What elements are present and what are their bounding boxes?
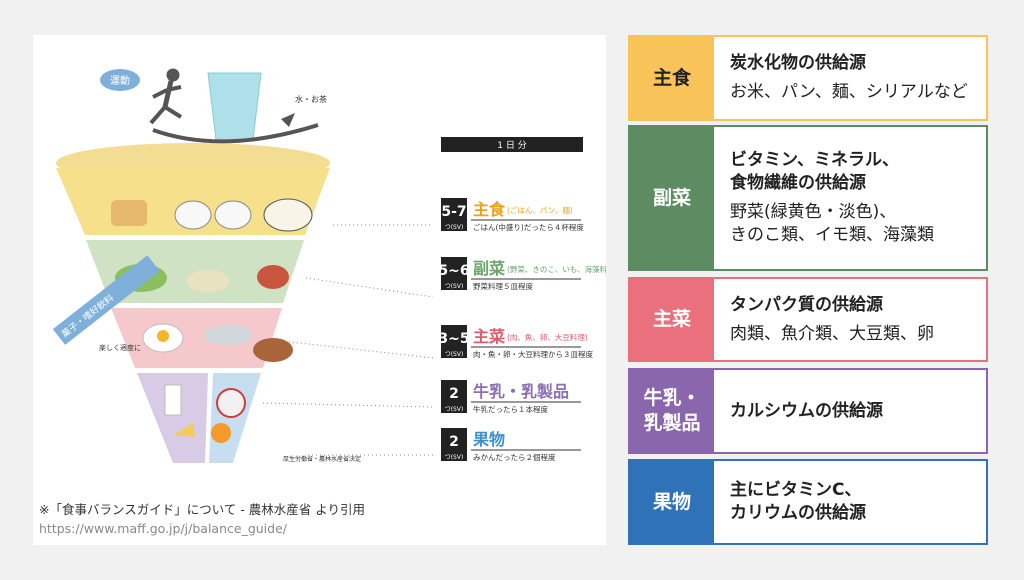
- card-body: カルシウムの供給源: [714, 370, 986, 452]
- card-detail: お米、パン、麺、シリアルなど: [730, 82, 968, 102]
- food-group-card: 主食炭水化物の供給源お米、パン、麺、シリアルなど: [628, 35, 988, 121]
- sv-count: 3~5: [438, 331, 469, 347]
- card-category-label: 牛乳・乳製品: [630, 370, 714, 452]
- sv-count-box: [441, 325, 467, 349]
- rotation-arrow-icon: [152, 123, 319, 144]
- card-title: 主にビタミンC、カリウムの供給源: [730, 480, 866, 523]
- water-glass-icon: [207, 72, 262, 141]
- source-citation: ※「食事バランスガイド」について - 農林水産省 より引用: [39, 502, 366, 517]
- egg-yolk-icon: [157, 330, 169, 342]
- runner-icon: [149, 68, 183, 125]
- level-note: みかんだったら２個程度: [473, 452, 556, 462]
- card-body: ビタミン、ミネラル、食物繊維の供給源野菜(緑黄色・淡色)、きのこ類、イモ類、海藻…: [714, 127, 986, 269]
- card-detail: 野菜(緑黄色・淡色)、きのこ類、イモ類、海藻類: [730, 202, 934, 245]
- sv-unit-box: [441, 222, 467, 231]
- sv-count: 2: [449, 386, 459, 402]
- layer-shusai: [111, 308, 282, 368]
- milk-glass-icon: [164, 384, 182, 416]
- sv-count-box: [441, 428, 467, 452]
- layer-fruit: [209, 373, 261, 463]
- level-note: 牛乳だったら１本程度: [473, 404, 548, 414]
- card-title: 炭水化物の供給源: [730, 53, 866, 74]
- level-name: 副菜: [473, 259, 505, 278]
- sv-unit-box: [441, 281, 467, 290]
- food-group-card: 主菜タンパク質の供給源肉類、魚介類、大豆類、卵: [628, 277, 988, 362]
- leader-lines: [262, 224, 434, 456]
- card-title: ビタミン、ミネラル、食物繊維の供給源: [730, 150, 899, 194]
- level-name: 主食: [473, 200, 506, 219]
- source-url[interactable]: https://www.maff.go.jp/j/balance_guide/: [39, 521, 287, 536]
- sv-unit: つ(SV): [445, 224, 464, 231]
- card-category-label: 副菜: [630, 127, 714, 269]
- level-name: 牛乳・乳製品: [473, 382, 569, 401]
- sv-unit: つ(SV): [445, 283, 464, 290]
- sv-count: 5~6: [438, 263, 469, 279]
- spinning-top-diagram: 運動 水・お茶 菓子・嗜好飲料 楽しく適度に: [52, 68, 606, 463]
- card-detail: 肉類、魚介類、大豆類、卵: [730, 323, 934, 344]
- layer-milk: [137, 373, 208, 463]
- level-sub: (ごはん、パン、麺): [507, 205, 573, 215]
- rice-bowl-icon-2: [214, 200, 252, 230]
- sv-unit-box: [441, 349, 467, 358]
- card-body: 炭水化物の供給源お米、パン、麺、シリアルなど: [714, 37, 986, 119]
- level-name: 主菜: [473, 327, 505, 346]
- exercise-bubble: [100, 69, 140, 91]
- apple-icon: [216, 388, 246, 418]
- sv-count-box: [441, 257, 467, 281]
- noodle-bowl-icon: [263, 198, 313, 232]
- level-legend-group: 5-7 つ(SV) 主食(ごはん、パン、麺) ごはん(中盛り)だったら４杯程度 5~6 つ…: [438, 198, 606, 462]
- sv-unit: つ(SV): [445, 454, 464, 461]
- daily-header-label: 1 日 分: [497, 140, 526, 151]
- fish-dish-icon: [204, 325, 252, 345]
- sv-unit-box: [441, 404, 467, 413]
- level-sub: (肉、魚、卵、大豆料理): [507, 332, 588, 342]
- level-sub: (野菜、きのこ、いも、海藻料理): [507, 264, 606, 274]
- water-label: 水・お茶: [295, 94, 327, 104]
- card-category-label: 果物: [630, 461, 714, 543]
- food-balance-guide-panel: 運動 水・お茶 菓子・嗜好飲料 楽しく適度に: [33, 35, 606, 545]
- soup-bowl-icon: [257, 265, 289, 289]
- snack-label: 菓子・嗜好飲料: [59, 292, 116, 340]
- sv-unit-box: [441, 452, 467, 461]
- sv-count-box: [441, 380, 467, 404]
- level-note: ごはん(中盛り)だったら４杯程度: [473, 222, 584, 232]
- card-category-label: 主食: [630, 37, 714, 119]
- exercise-label: 運動: [110, 74, 130, 87]
- snack-sub-label: 楽しく適度に: [99, 343, 141, 352]
- arrow-head-icon: [281, 113, 295, 127]
- sv-count: 5-7: [441, 204, 466, 220]
- sv-unit: つ(SV): [445, 406, 464, 413]
- level-name: 果物: [472, 430, 505, 449]
- vegetable-dish-icon: [186, 270, 230, 292]
- orange-icon: [211, 423, 231, 443]
- sv-count: 2: [449, 434, 459, 450]
- sv-unit: つ(SV): [445, 351, 464, 358]
- meat-dish-icon: [253, 338, 293, 362]
- ministry-note: 厚生労働省・農林水産省決定: [283, 455, 361, 463]
- card-body: 主にビタミンC、カリウムの供給源: [714, 461, 986, 543]
- level-note: 肉・魚・卵・大豆料理から３皿程度: [473, 349, 593, 359]
- bread-icon: [111, 200, 147, 226]
- food-group-card: 果物主にビタミンC、カリウムの供給源: [628, 459, 988, 545]
- food-group-card: 牛乳・乳製品カルシウムの供給源: [628, 368, 988, 454]
- card-title: カルシウムの供給源: [730, 400, 883, 421]
- sv-count-box: [441, 198, 467, 222]
- daily-header-bar: [441, 137, 583, 152]
- card-body: タンパク質の供給源肉類、魚介類、大豆類、卵: [714, 279, 986, 360]
- cheese-icon: [173, 423, 195, 437]
- card-category-label: 主菜: [630, 279, 714, 360]
- rice-bowl-icon: [174, 200, 212, 230]
- card-title: タンパク質の供給源: [730, 294, 883, 315]
- food-group-card: 副菜ビタミン、ミネラル、食物繊維の供給源野菜(緑黄色・淡色)、きのこ類、イモ類、…: [628, 125, 988, 271]
- level-note: 野菜料理５皿程度: [473, 281, 533, 291]
